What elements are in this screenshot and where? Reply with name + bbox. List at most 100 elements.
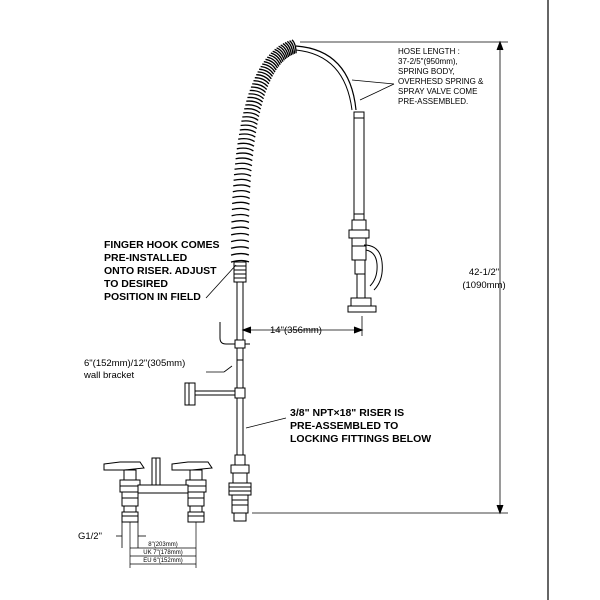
spring-coil-turn	[230, 246, 250, 249]
riser-note-line-3: LOCKING FITTINGS BELOW	[290, 433, 431, 445]
wall-bracket-note-line-2: wall bracket	[83, 370, 135, 381]
riser-pipe	[236, 282, 244, 455]
hose-note-line-2: 37-2/5"(950mm),	[398, 57, 458, 66]
thread-label: G1/2"	[78, 531, 102, 542]
spring-coil-turn	[248, 93, 265, 100]
hose-note-line-6: PRE-ASSEMBLED.	[398, 97, 468, 106]
centers-label-eu: EU 6"(152mm)	[143, 558, 182, 564]
spring-coil-turn	[268, 54, 281, 65]
spring-coil-turn	[231, 213, 250, 217]
spring-coil-turn	[242, 116, 259, 121]
finger-hook	[219, 322, 250, 349]
spring-coil-turn	[231, 226, 250, 230]
riser-note: 3/8" NPT×18" RISER IS PRE-ASSEMBLED TO L…	[290, 407, 431, 445]
spring-coil-turn	[239, 128, 257, 134]
spring-coil-turn	[267, 56, 280, 67]
spring-coil-turn	[244, 108, 261, 114]
height-label-mm: (1090mm)	[462, 280, 505, 291]
spring-coil-turn	[252, 83, 268, 90]
thread-dimension	[116, 522, 146, 548]
spring-coil-turn	[250, 86, 267, 93]
spring-coil-turn	[289, 40, 296, 54]
spring-coil-turn	[234, 162, 253, 167]
reach-dimension	[241, 316, 364, 336]
spring-coil-turn	[232, 189, 251, 194]
hose-note-line-5: SPRAY VALVE COME	[398, 87, 477, 96]
spring-coil-turn	[286, 40, 294, 55]
hose-note-line-3: SPRING BODY,	[398, 67, 455, 76]
finger-hook-note-line-3: ONTO RISER. ADJUST	[104, 265, 217, 277]
wall-bracket	[184, 382, 246, 406]
spring-coil-turn	[274, 48, 285, 61]
hose-note: HOSE LENGTH : 37-2/5"(950mm), SPRING BOD…	[398, 47, 484, 106]
spring-coil-turn	[230, 252, 250, 256]
centers-label: 8"(203mm) UK 7"(178mm) EU 6"(152mm)	[143, 542, 182, 564]
height-dimension	[252, 40, 508, 515]
height-label-inch: 42-1/2"	[469, 267, 499, 278]
spring-coil-turn	[282, 43, 291, 57]
spring-coil-turn	[233, 173, 252, 177]
spring-riser-connector	[233, 261, 247, 283]
overhead-spring-coil	[230, 39, 297, 263]
spring-coil-turn	[238, 133, 256, 138]
hose-note-line-1: HOSE LENGTH :	[398, 47, 460, 56]
spring-coil-turn	[237, 142, 255, 147]
spray-valve	[347, 111, 383, 313]
height-dimension-label: 42-1/2" (1090mm)	[462, 267, 505, 291]
centers-label-uk: UK 7"(178mm)	[143, 550, 182, 556]
spring-coil-turn	[232, 195, 251, 199]
spring-coil-turn	[230, 239, 250, 243]
spring-coil-turn	[249, 89, 266, 96]
spring-coil-turn	[280, 44, 290, 58]
wall-bracket-note: 6"(152mm)/12"(305mm) wall bracket	[83, 358, 185, 381]
spring-coil-turn	[243, 112, 260, 118]
spring-coil-turn	[256, 74, 271, 82]
spring-coil-turn	[254, 77, 270, 85]
leader-lines	[205, 79, 395, 429]
spring-coil-turn	[238, 138, 255, 143]
spring-coil-turn	[263, 60, 277, 71]
spring-coil-turn	[231, 207, 250, 211]
hose	[295, 45, 357, 111]
spring-coil-turn	[253, 80, 269, 88]
spring-coil-turn	[262, 63, 276, 73]
spring-coil-turn	[270, 52, 283, 64]
spring-coil-turn	[236, 152, 254, 157]
spring-coil-turn	[241, 120, 258, 125]
riser-lower-fittings	[228, 454, 252, 522]
spring-coil-turn	[235, 157, 253, 162]
spring-coil-turn	[246, 100, 263, 106]
spring-coil-turn	[260, 65, 275, 75]
spring-coil-turn	[265, 58, 279, 69]
finger-hook-note-line-5: POSITION IN FIELD	[104, 291, 201, 303]
spring-coil-turn	[245, 104, 262, 110]
spring-coil-turn	[284, 41, 293, 56]
spring-coil-turn	[230, 232, 250, 236]
finger-hook-note-line-4: TO DESIRED	[104, 278, 168, 290]
spring-coil-turn	[257, 71, 272, 80]
spring-coil-turn	[259, 68, 274, 77]
spring-coil-turn	[233, 184, 251, 188]
spring-coil-turn	[240, 124, 258, 130]
spring-coil-turn	[230, 259, 250, 263]
spring-coil-turn	[272, 50, 284, 62]
spring-coil-turn	[236, 147, 254, 152]
spring-coil-turn	[247, 96, 264, 103]
finger-hook-note-line-1: FINGER HOOK COMES	[104, 239, 220, 251]
riser-note-line-2: PRE-ASSEMBLED TO	[290, 420, 398, 432]
spring-coil-turn	[278, 45, 288, 59]
spring-coil-turn	[231, 201, 250, 205]
spring-coil-turn	[291, 39, 297, 54]
centers-label-us: 8"(203mm)	[148, 542, 177, 548]
spring-coil-turn	[276, 47, 287, 60]
reach-label: 14"(356mm)	[270, 325, 322, 336]
wall-bracket-note-line-1: 6"(152mm)/12"(305mm)	[84, 358, 185, 369]
centers-dimension	[129, 522, 197, 568]
spring-coil-turn	[234, 167, 252, 172]
hose-note-line-4: OVERHESD SPRING &	[398, 77, 484, 86]
deck-faucet-body	[103, 457, 213, 523]
spring-coil-turn	[231, 220, 250, 223]
finger-hook-note: FINGER HOOK COMES PRE-INSTALLED ONTO RIS…	[104, 239, 220, 303]
riser-note-line-1: 3/8" NPT×18" RISER IS	[290, 407, 404, 419]
